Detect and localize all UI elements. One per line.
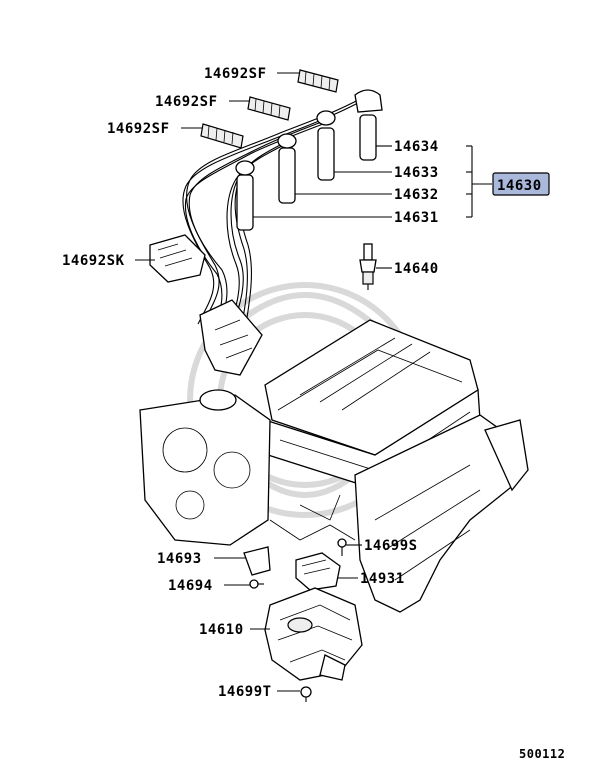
- label-14634: 14634: [394, 139, 439, 155]
- cable-clamp-icon-a: [297, 69, 339, 93]
- label-14692SF-bottom: 14692SF: [107, 121, 170, 137]
- cable-boot-14634: [354, 89, 383, 161]
- label-14692SK: 14692SK: [62, 253, 125, 269]
- leader-lines: [135, 72, 492, 692]
- ignition-coil-icon: [295, 552, 341, 591]
- label-14640: 14640: [394, 261, 439, 277]
- label-14692SF-top: 14692SF: [204, 66, 267, 82]
- cable-clamp-icon-b: [247, 96, 291, 121]
- bolt-icon-14699S: [337, 538, 347, 556]
- bolt-icon-14699T: [300, 686, 312, 702]
- label-14633: 14633: [394, 165, 439, 181]
- diagram-id: 500112: [519, 747, 565, 761]
- cable-holder-icon: [149, 234, 206, 283]
- spark-plug-icon: [359, 243, 377, 290]
- label-14699T: 14699T: [218, 684, 272, 700]
- label-14693: 14693: [157, 551, 202, 567]
- ignition-cable-set-drawing: [182, 89, 383, 376]
- label-14632: 14632: [394, 187, 439, 203]
- label-14630-group[interactable]: 14630: [497, 178, 542, 194]
- bracket-icon: [243, 546, 271, 576]
- label-14631: 14631: [394, 210, 439, 226]
- label-14610: 14610: [199, 622, 244, 638]
- cable-boot-14633: [316, 110, 336, 181]
- bolt-icon-14694: [249, 579, 264, 589]
- label-14699S: 14699S: [364, 538, 418, 554]
- cylinder-head-drawing: [139, 319, 529, 613]
- cable-boot-14631: [235, 160, 255, 231]
- group-ref-box[interactable]: [492, 172, 550, 196]
- label-14694: 14694: [168, 578, 213, 594]
- label-14931: 14931: [360, 571, 405, 587]
- label-14692SF-middle: 14692SF: [155, 94, 218, 110]
- cable-boot-14632: [277, 133, 297, 204]
- cable-clamp-icon-c: [200, 123, 244, 149]
- distributor-icon: [264, 587, 363, 681]
